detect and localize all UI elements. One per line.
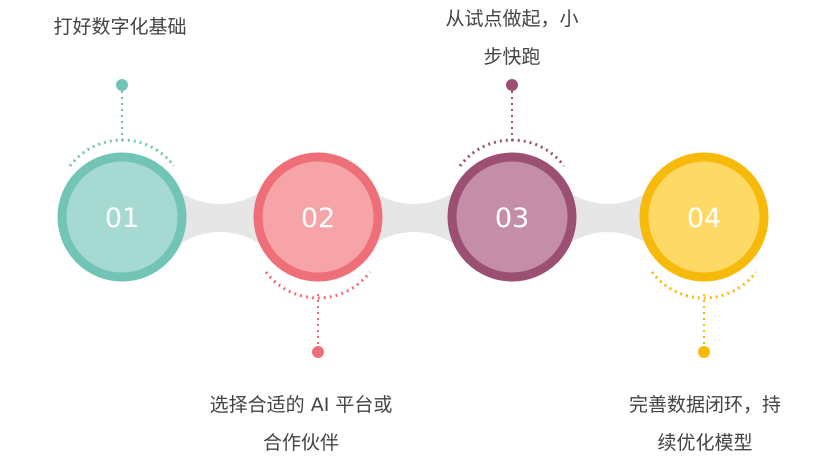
step-2-circle: [253, 152, 383, 282]
step-4: 04: [639, 152, 769, 358]
step-1-label: 打好数字化基础: [53, 16, 187, 38]
step-1-dot: [116, 79, 128, 91]
connector-3-4: [564, 190, 652, 246]
connector-1-2: [176, 190, 264, 246]
step-1: 01: [57, 79, 187, 282]
step-3-number: 03: [495, 203, 529, 234]
step-2-dot: [312, 346, 324, 358]
step-4-dot: [698, 346, 710, 358]
step-3-dot: [506, 79, 518, 91]
step-2-arc: [264, 271, 372, 300]
step-2: 02: [253, 152, 383, 358]
step-4-label: 完善数据闭环，持续优化模型: [628, 394, 781, 454]
step-3-label: 从试点做起，小步快跑: [445, 8, 579, 68]
connector-2-3: [370, 190, 458, 246]
step-4-arc: [650, 271, 758, 300]
step-4-number: 04: [687, 203, 721, 234]
step-1-number: 01: [105, 203, 139, 234]
step-3: 03: [447, 79, 577, 282]
step-1-circle: [57, 152, 187, 282]
step-4-circle: [639, 152, 769, 282]
step-2-label: 选择合适的 AI 平台或合作伙伴: [209, 394, 393, 454]
step-3-circle: [447, 152, 577, 282]
step-2-number: 02: [301, 203, 335, 234]
